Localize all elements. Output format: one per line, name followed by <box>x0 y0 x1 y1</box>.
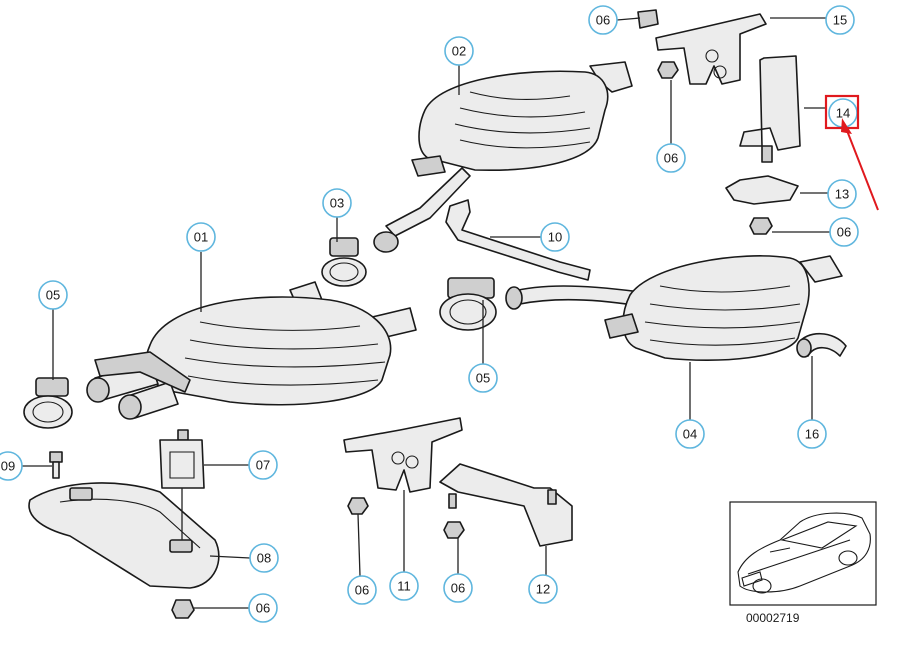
part-rear-silencer-right[interactable] <box>505 255 843 362</box>
part-hanger-bar[interactable] <box>445 199 591 281</box>
callout-04[interactable]: 04 <box>675 419 705 449</box>
vehicle-thumbnail <box>729 501 877 606</box>
document-number: 00002719 <box>746 611 800 625</box>
part-clip-13[interactable] <box>725 175 799 205</box>
svg-text:06: 06 <box>837 225 851 240</box>
callout-13[interactable]: 13 <box>827 179 857 209</box>
svg-text:05: 05 <box>476 371 490 386</box>
callout-16[interactable]: 16 <box>797 419 827 449</box>
leader-lines <box>22 17 830 609</box>
part-clamp-05-center[interactable] <box>439 277 497 331</box>
callout-14[interactable]: 14 <box>828 98 858 128</box>
svg-text:14: 14 <box>836 106 850 121</box>
part-front-silencer[interactable] <box>86 281 417 420</box>
part-crossmember[interactable] <box>28 482 220 589</box>
svg-text:06: 06 <box>451 581 465 596</box>
svg-text:05: 05 <box>46 288 60 303</box>
callout-03[interactable]: 03 <box>322 188 352 218</box>
svg-text:06: 06 <box>355 583 369 598</box>
highlight-arrow-icon <box>841 118 879 211</box>
part-clamp-03[interactable] <box>321 237 367 287</box>
part-bracket-12[interactable] <box>439 463 573 547</box>
callout-15[interactable]: 15 <box>825 5 855 35</box>
callout-06-bottom-center[interactable]: 06 <box>347 575 377 605</box>
svg-text:04: 04 <box>683 427 697 442</box>
callout-06-bottom-left[interactable]: 06 <box>248 593 278 623</box>
callout-10[interactable]: 10 <box>540 222 570 252</box>
svg-text:16: 16 <box>805 427 819 442</box>
svg-text:06: 06 <box>596 13 610 28</box>
callout-08[interactable]: 08 <box>249 543 279 573</box>
svg-text:13: 13 <box>835 187 849 202</box>
part-nut-top-a[interactable] <box>637 9 659 29</box>
part-rubber-mount[interactable] <box>159 429 205 489</box>
part-tailpipe-16[interactable] <box>796 333 847 358</box>
svg-text:12: 12 <box>536 582 550 597</box>
svg-text:01: 01 <box>194 230 208 245</box>
callout-02[interactable]: 02 <box>444 36 474 66</box>
callout-01[interactable]: 01 <box>186 222 216 252</box>
svg-text:03: 03 <box>330 196 344 211</box>
callout-05-center[interactable]: 05 <box>468 363 498 393</box>
svg-text:11: 11 <box>397 579 411 594</box>
svg-text:08: 08 <box>257 551 271 566</box>
callout-11[interactable]: 11 <box>389 571 419 601</box>
callout-05-left[interactable]: 05 <box>38 280 68 310</box>
part-nut-center-a[interactable] <box>347 497 369 515</box>
part-bracket-11[interactable] <box>343 417 463 493</box>
callout-06-right[interactable]: 06 <box>829 217 859 247</box>
svg-text:09: 09 <box>1 459 15 474</box>
pipe-intermediate <box>373 167 471 253</box>
callout-06-upper[interactable]: 06 <box>656 143 686 173</box>
callout-09[interactable]: 09 <box>0 451 23 481</box>
callout-12[interactable]: 12 <box>528 574 558 604</box>
svg-text:06: 06 <box>664 151 678 166</box>
part-bracket-15[interactable] <box>655 13 767 85</box>
part-bolt-09[interactable] <box>49 451 63 479</box>
part-nut-top-b[interactable] <box>657 61 679 79</box>
part-rear-silencer-top[interactable] <box>411 61 633 177</box>
callout-07[interactable]: 07 <box>248 450 278 480</box>
svg-text:02: 02 <box>452 44 466 59</box>
part-nut-13[interactable] <box>749 217 773 235</box>
part-nut-08[interactable] <box>171 599 195 619</box>
part-nut-center-b[interactable] <box>443 521 465 539</box>
svg-text:15: 15 <box>833 13 847 28</box>
svg-text:07: 07 <box>256 458 270 473</box>
part-clamp-05-left[interactable] <box>23 377 73 429</box>
part-stay-14[interactable] <box>739 55 801 163</box>
callout-06-bottom-right[interactable]: 06 <box>443 573 473 603</box>
callout-06-top[interactable]: 06 <box>588 5 618 35</box>
svg-text:06: 06 <box>256 601 270 616</box>
svg-text:10: 10 <box>548 230 562 245</box>
